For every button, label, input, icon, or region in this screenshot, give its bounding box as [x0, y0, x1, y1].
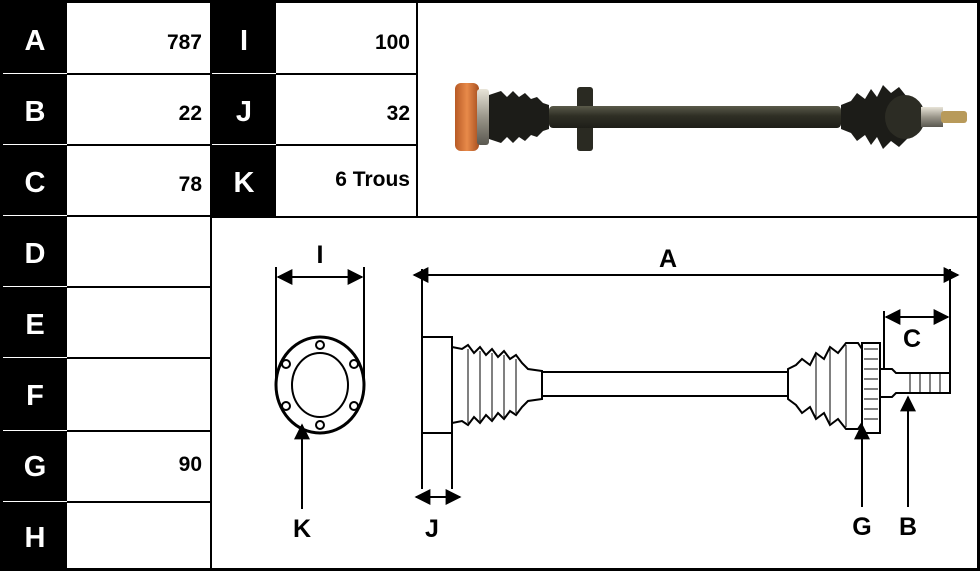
dimension-j: J	[414, 489, 462, 543]
letter-separator	[3, 286, 67, 287]
row-value-a: 787	[166, 31, 202, 54]
dimension-c: C	[883, 309, 950, 369]
grid-line	[67, 286, 210, 288]
technical-drawing: I K	[274, 241, 960, 543]
grid-line	[67, 357, 210, 359]
row-label-i: I	[239, 25, 249, 57]
letter-separator	[3, 73, 67, 74]
dimension-label-k: K	[293, 515, 311, 543]
grid-line	[416, 3, 418, 216]
dimension-g: G	[852, 423, 872, 541]
row-label-f: F	[26, 380, 44, 412]
letter-column	[3, 3, 67, 571]
row-value-i: 100	[374, 31, 410, 54]
row-label-c: C	[24, 167, 46, 199]
row-value-g: 90	[178, 453, 202, 476]
dimension-label-g: G	[852, 513, 871, 541]
grid-line	[210, 3, 212, 571]
dimension-a: A	[412, 245, 960, 373]
row-label-e: E	[25, 309, 45, 341]
dimension-label-i: I	[317, 241, 324, 269]
row-label-k: K	[233, 167, 255, 199]
letter-separator	[3, 501, 67, 502]
grid-line	[276, 144, 417, 146]
row-label-a: A	[24, 25, 46, 57]
letter-separator	[212, 73, 276, 74]
dimension-label-b: B	[899, 513, 917, 541]
grid-line	[67, 215, 210, 217]
letter-separator	[212, 144, 276, 145]
dimension-i: I	[275, 241, 365, 385]
letter-separator	[3, 357, 67, 358]
row-value-j: 32	[386, 102, 410, 125]
row-value-k: 6 Trous	[335, 168, 410, 191]
row-label-h: H	[24, 522, 46, 554]
row-value-c: 78	[178, 173, 202, 196]
drive-shaft-photo	[455, 83, 967, 151]
letter-separator	[3, 430, 67, 431]
shaft-side-view	[421, 336, 951, 489]
letter-column-2	[212, 3, 276, 216]
grid-line	[67, 430, 210, 432]
dimension-label-a: A	[659, 245, 677, 273]
grid-line	[210, 216, 979, 218]
row-label-b: B	[24, 96, 46, 128]
row-label-d: D	[24, 238, 46, 270]
grid-line	[67, 501, 210, 503]
letter-separator	[3, 144, 67, 145]
dimension-k: K	[293, 423, 311, 543]
letter-separator	[3, 215, 67, 216]
grid-line	[67, 73, 210, 75]
dimension-b: B	[899, 395, 917, 541]
row-value-b: 22	[178, 102, 202, 125]
flange-front-view	[274, 335, 366, 435]
grid-line	[67, 144, 210, 146]
dimension-label-j: J	[425, 515, 439, 543]
row-label-j: J	[235, 96, 253, 128]
row-label-g: G	[23, 451, 47, 483]
grid-line	[276, 73, 417, 75]
dimension-label-c: C	[903, 325, 921, 353]
